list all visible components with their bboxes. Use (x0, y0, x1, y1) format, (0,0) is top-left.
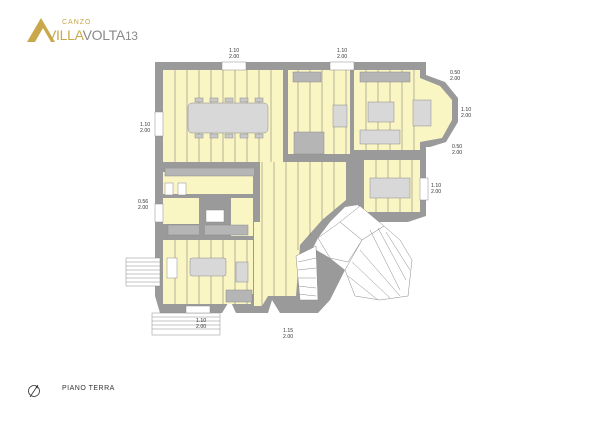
dim-label-right-w: 1.10 (431, 183, 441, 189)
brand-name-part1: VILLA (47, 27, 83, 43)
dim-label-bay-top-w: 0.50 (450, 70, 460, 76)
kitchen-table (189, 257, 227, 277)
dim-label-bottom-left-w: 1.10 (196, 318, 206, 324)
washbasin (205, 209, 225, 223)
sideboard (359, 71, 411, 83)
brand-logo: CANZO (25, 14, 145, 46)
bath-counter (167, 224, 249, 236)
external-steps-west (125, 257, 161, 287)
desk (369, 177, 411, 199)
dim-label-bottom-mid-h: 2.00 (283, 334, 293, 340)
entry-bench (225, 289, 253, 303)
north-arrow-icon (28, 384, 40, 398)
roof-icon (27, 18, 55, 42)
brand-name-part2: VOLTA (82, 27, 126, 43)
dimension-labels: 1.10 2.00 1.10 2.00 1.10 2.00 0.50 2.00 … (138, 48, 471, 340)
staircase (317, 205, 413, 301)
cabinet (292, 71, 322, 83)
lower-stair (295, 245, 319, 301)
furniture (164, 71, 432, 303)
dining-table (187, 102, 269, 134)
dim-label-left-lower-w: 0.56 (138, 199, 148, 205)
armchair (332, 104, 348, 128)
armchair-bay (412, 99, 432, 127)
dim-label-top-mid-h: 2.00 (337, 54, 347, 60)
dim-label-top-mid-w: 1.10 (337, 48, 347, 54)
external-steps-south (151, 312, 221, 336)
dim-label-left-lower-h: 2.00 (138, 205, 148, 211)
dim-label-left-upper-h: 2.00 (140, 128, 150, 134)
dim-label-bay-bottom-h: 2.00 (452, 150, 462, 156)
toilet (164, 182, 174, 196)
dim-label-top-left-w: 1.10 (229, 48, 239, 54)
bidet (177, 182, 187, 196)
coffee-table (367, 101, 395, 123)
dim-label-right-h: 2.00 (431, 189, 441, 195)
kitchen-appliance (166, 257, 178, 279)
brand-name-part3: 13 (124, 29, 138, 43)
dim-label-bay-mid-h: 2.00 (461, 113, 471, 119)
floor-label: PIANO TERRA (62, 385, 115, 392)
fireplace (293, 131, 325, 155)
dim-label-left-upper-w: 1.10 (140, 122, 150, 128)
cupboard (235, 261, 249, 283)
dim-label-bottom-left-h: 2.00 (196, 324, 206, 330)
kitchen-counter (164, 167, 256, 177)
dim-label-bottom-mid-w: 1.15 (283, 328, 293, 334)
sofa (359, 129, 401, 145)
brand-name: VILLAVOLTA13 (47, 28, 138, 43)
dim-label-top-left-h: 2.00 (229, 54, 239, 60)
dim-label-bay-top-h: 2.00 (450, 76, 460, 82)
dim-label-bay-bottom-w: 0.50 (452, 144, 462, 150)
dim-label-bay-mid-w: 1.10 (461, 107, 471, 113)
interior-walls (163, 70, 420, 240)
brand-small-text: CANZO (62, 19, 92, 26)
windows (154, 61, 429, 314)
